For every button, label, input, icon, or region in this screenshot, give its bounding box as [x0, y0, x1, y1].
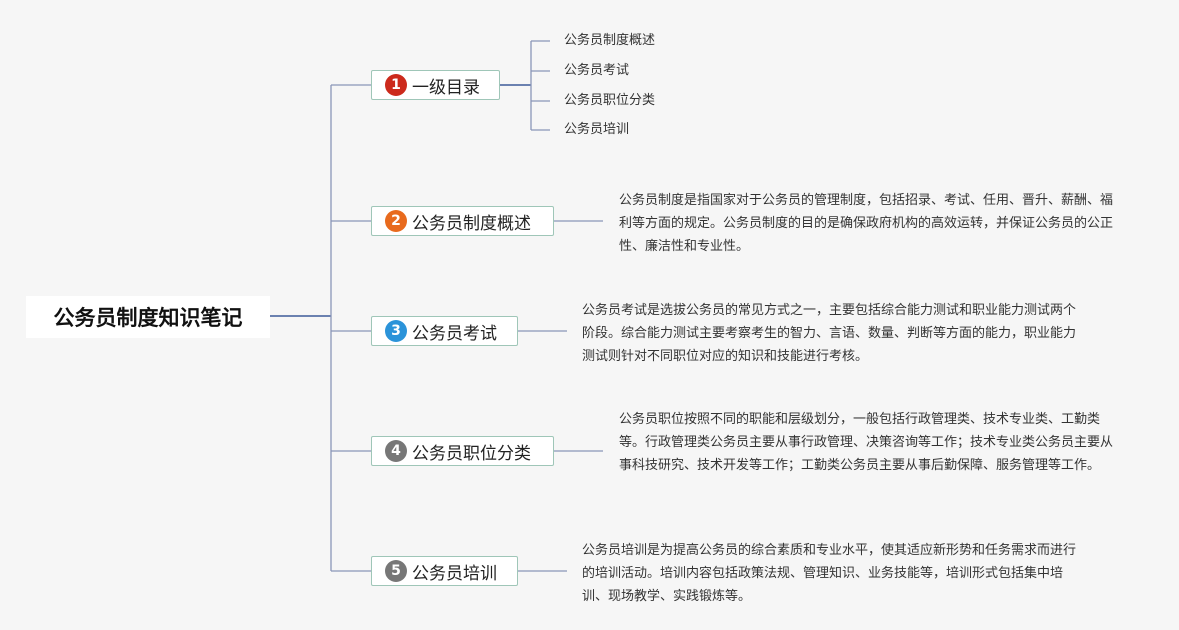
branch-node-4[interactable]: 4 公务员职位分类: [371, 436, 554, 466]
number-1-icon: 1: [385, 74, 407, 96]
classification-description[interactable]: 公务员职位按照不同的职能和层级划分，一般包括行政管理类、技术专业类、工勤类等。行…: [619, 412, 1114, 473]
toc-item-2[interactable]: 公务员考试: [564, 63, 630, 78]
branch-node-2[interactable]: 2 公务员制度概述: [371, 206, 554, 236]
toc-item-4[interactable]: 公务员培训: [564, 122, 630, 137]
number-5-icon: 5: [385, 560, 407, 582]
toc-item-3[interactable]: 公务员职位分类: [564, 93, 656, 108]
branch-label-5: 公务员培训: [412, 563, 497, 584]
branch-node-3[interactable]: 3 公务员考试: [371, 316, 518, 346]
branch-node-5[interactable]: 5 公务员培训: [371, 556, 518, 586]
training-description[interactable]: 公务员培训是为提高公务员的综合素质和专业水平，使其适应新形势和任务需求而进行的培…: [582, 543, 1077, 604]
branch-node-1[interactable]: 1 一级目录: [371, 70, 500, 100]
toc-item-1[interactable]: 公务员制度概述: [564, 33, 656, 48]
number-3-icon: 3: [385, 320, 407, 342]
root-topic[interactable]: 公务员制度知识笔记: [26, 296, 270, 338]
branch-label-4: 公务员职位分类: [412, 443, 531, 464]
number-2-icon: 2: [385, 210, 407, 232]
root-title: 公务员制度知识笔记: [53, 306, 243, 330]
branch-label-3: 公务员考试: [412, 323, 497, 344]
overview-description[interactable]: 公务员制度是指国家对于公务员的管理制度，包括招录、考试、任用、晋升、薪酬、福利等…: [619, 193, 1114, 254]
branch-label-1: 一级目录: [412, 77, 480, 98]
exam-description[interactable]: 公务员考试是选拔公务员的常见方式之一，主要包括综合能力测试和职业能力测试两个阶段…: [582, 303, 1077, 364]
branch-label-2: 公务员制度概述: [412, 213, 531, 234]
number-4-icon: 4: [385, 440, 407, 462]
